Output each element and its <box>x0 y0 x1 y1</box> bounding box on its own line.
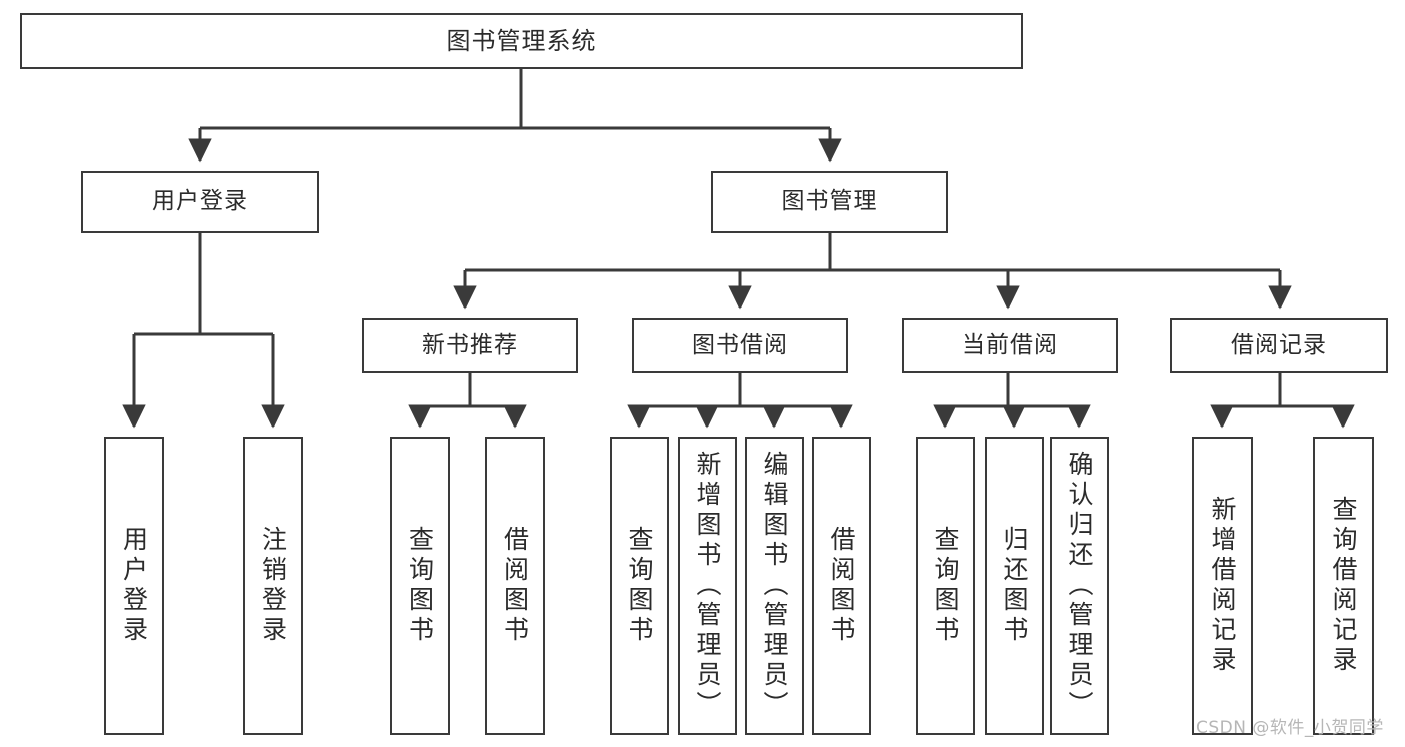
edge-bookmanage-to-level3 <box>453 233 1292 310</box>
node-leaf-user-logout[interactable]: 注销登录 <box>243 437 303 735</box>
node-leaf-edit-book[interactable]: 编辑图书（管理员） <box>745 437 804 735</box>
node-leaf-borrow-book-1[interactable]: 借阅图书 <box>485 437 545 735</box>
node-root[interactable]: 图书管理系统 <box>20 13 1023 69</box>
node-leaf-edit-book-label: 编辑图书（管理员） <box>760 451 789 721</box>
node-leaf-user-logout-label: 注销登录 <box>258 526 288 646</box>
node-book-borrow[interactable]: 图书借阅 <box>632 318 848 373</box>
edge-bookborrow-to-leaves <box>627 373 853 429</box>
node-leaf-borrow-book-2-label: 借阅图书 <box>827 526 856 646</box>
node-leaf-add-record-label: 新增借阅记录 <box>1208 496 1237 676</box>
edge-newbook-to-leaves <box>408 373 527 429</box>
node-leaf-query-book-3[interactable]: 查询图书 <box>916 437 975 735</box>
node-leaf-borrow-book-1-label: 借阅图书 <box>500 526 530 646</box>
node-user-login[interactable]: 用户登录 <box>81 171 319 233</box>
node-leaf-query-book-1-label: 查询图书 <box>405 526 435 646</box>
edge-userlogin-to-leaves <box>122 233 285 429</box>
node-borrow-record-label: 借阅记录 <box>1231 331 1327 358</box>
node-leaf-query-book-2-label: 查询图书 <box>625 526 654 646</box>
node-leaf-return-book-label: 归还图书 <box>1000 526 1029 646</box>
edge-borrowrecord-to-leaves <box>1210 373 1355 429</box>
csdn-watermark: CSDN @软件_小贺同学 <box>1196 718 1384 738</box>
edge-currentborrow-to-leaves <box>933 373 1091 429</box>
node-leaf-add-book[interactable]: 新增图书（管理员） <box>678 437 737 735</box>
node-leaf-query-record[interactable]: 查询借阅记录 <box>1313 437 1374 735</box>
node-borrow-record[interactable]: 借阅记录 <box>1170 318 1388 373</box>
node-book-manage-label: 图书管理 <box>781 188 878 215</box>
node-leaf-user-login[interactable]: 用户登录 <box>104 437 164 735</box>
edge-root-to-level2 <box>188 69 842 163</box>
node-leaf-query-record-label: 查询借阅记录 <box>1329 496 1358 676</box>
node-current-borrow[interactable]: 当前借阅 <box>902 318 1118 373</box>
node-leaf-borrow-book-2[interactable]: 借阅图书 <box>812 437 871 735</box>
node-leaf-add-record[interactable]: 新增借阅记录 <box>1192 437 1253 735</box>
node-root-label: 图书管理系统 <box>446 26 597 55</box>
node-new-book-rec-label: 新书推荐 <box>422 331 518 358</box>
node-current-borrow-label: 当前借阅 <box>962 331 1058 358</box>
node-book-borrow-label: 图书借阅 <box>692 331 788 358</box>
node-leaf-query-book-2[interactable]: 查询图书 <box>610 437 669 735</box>
node-leaf-user-login-label: 用户登录 <box>119 526 149 646</box>
node-leaf-add-book-label: 新增图书（管理员） <box>693 451 722 721</box>
node-book-manage[interactable]: 图书管理 <box>711 171 948 233</box>
node-leaf-return-book[interactable]: 归还图书 <box>985 437 1044 735</box>
node-leaf-query-book-1[interactable]: 查询图书 <box>390 437 450 735</box>
node-new-book-rec[interactable]: 新书推荐 <box>362 318 578 373</box>
node-user-login-label: 用户登录 <box>152 188 248 215</box>
node-leaf-query-book-3-label: 查询图书 <box>931 526 960 646</box>
node-leaf-confirm-return[interactable]: 确认归还（管理员） <box>1050 437 1109 735</box>
node-leaf-confirm-return-label: 确认归还（管理员） <box>1065 451 1094 721</box>
